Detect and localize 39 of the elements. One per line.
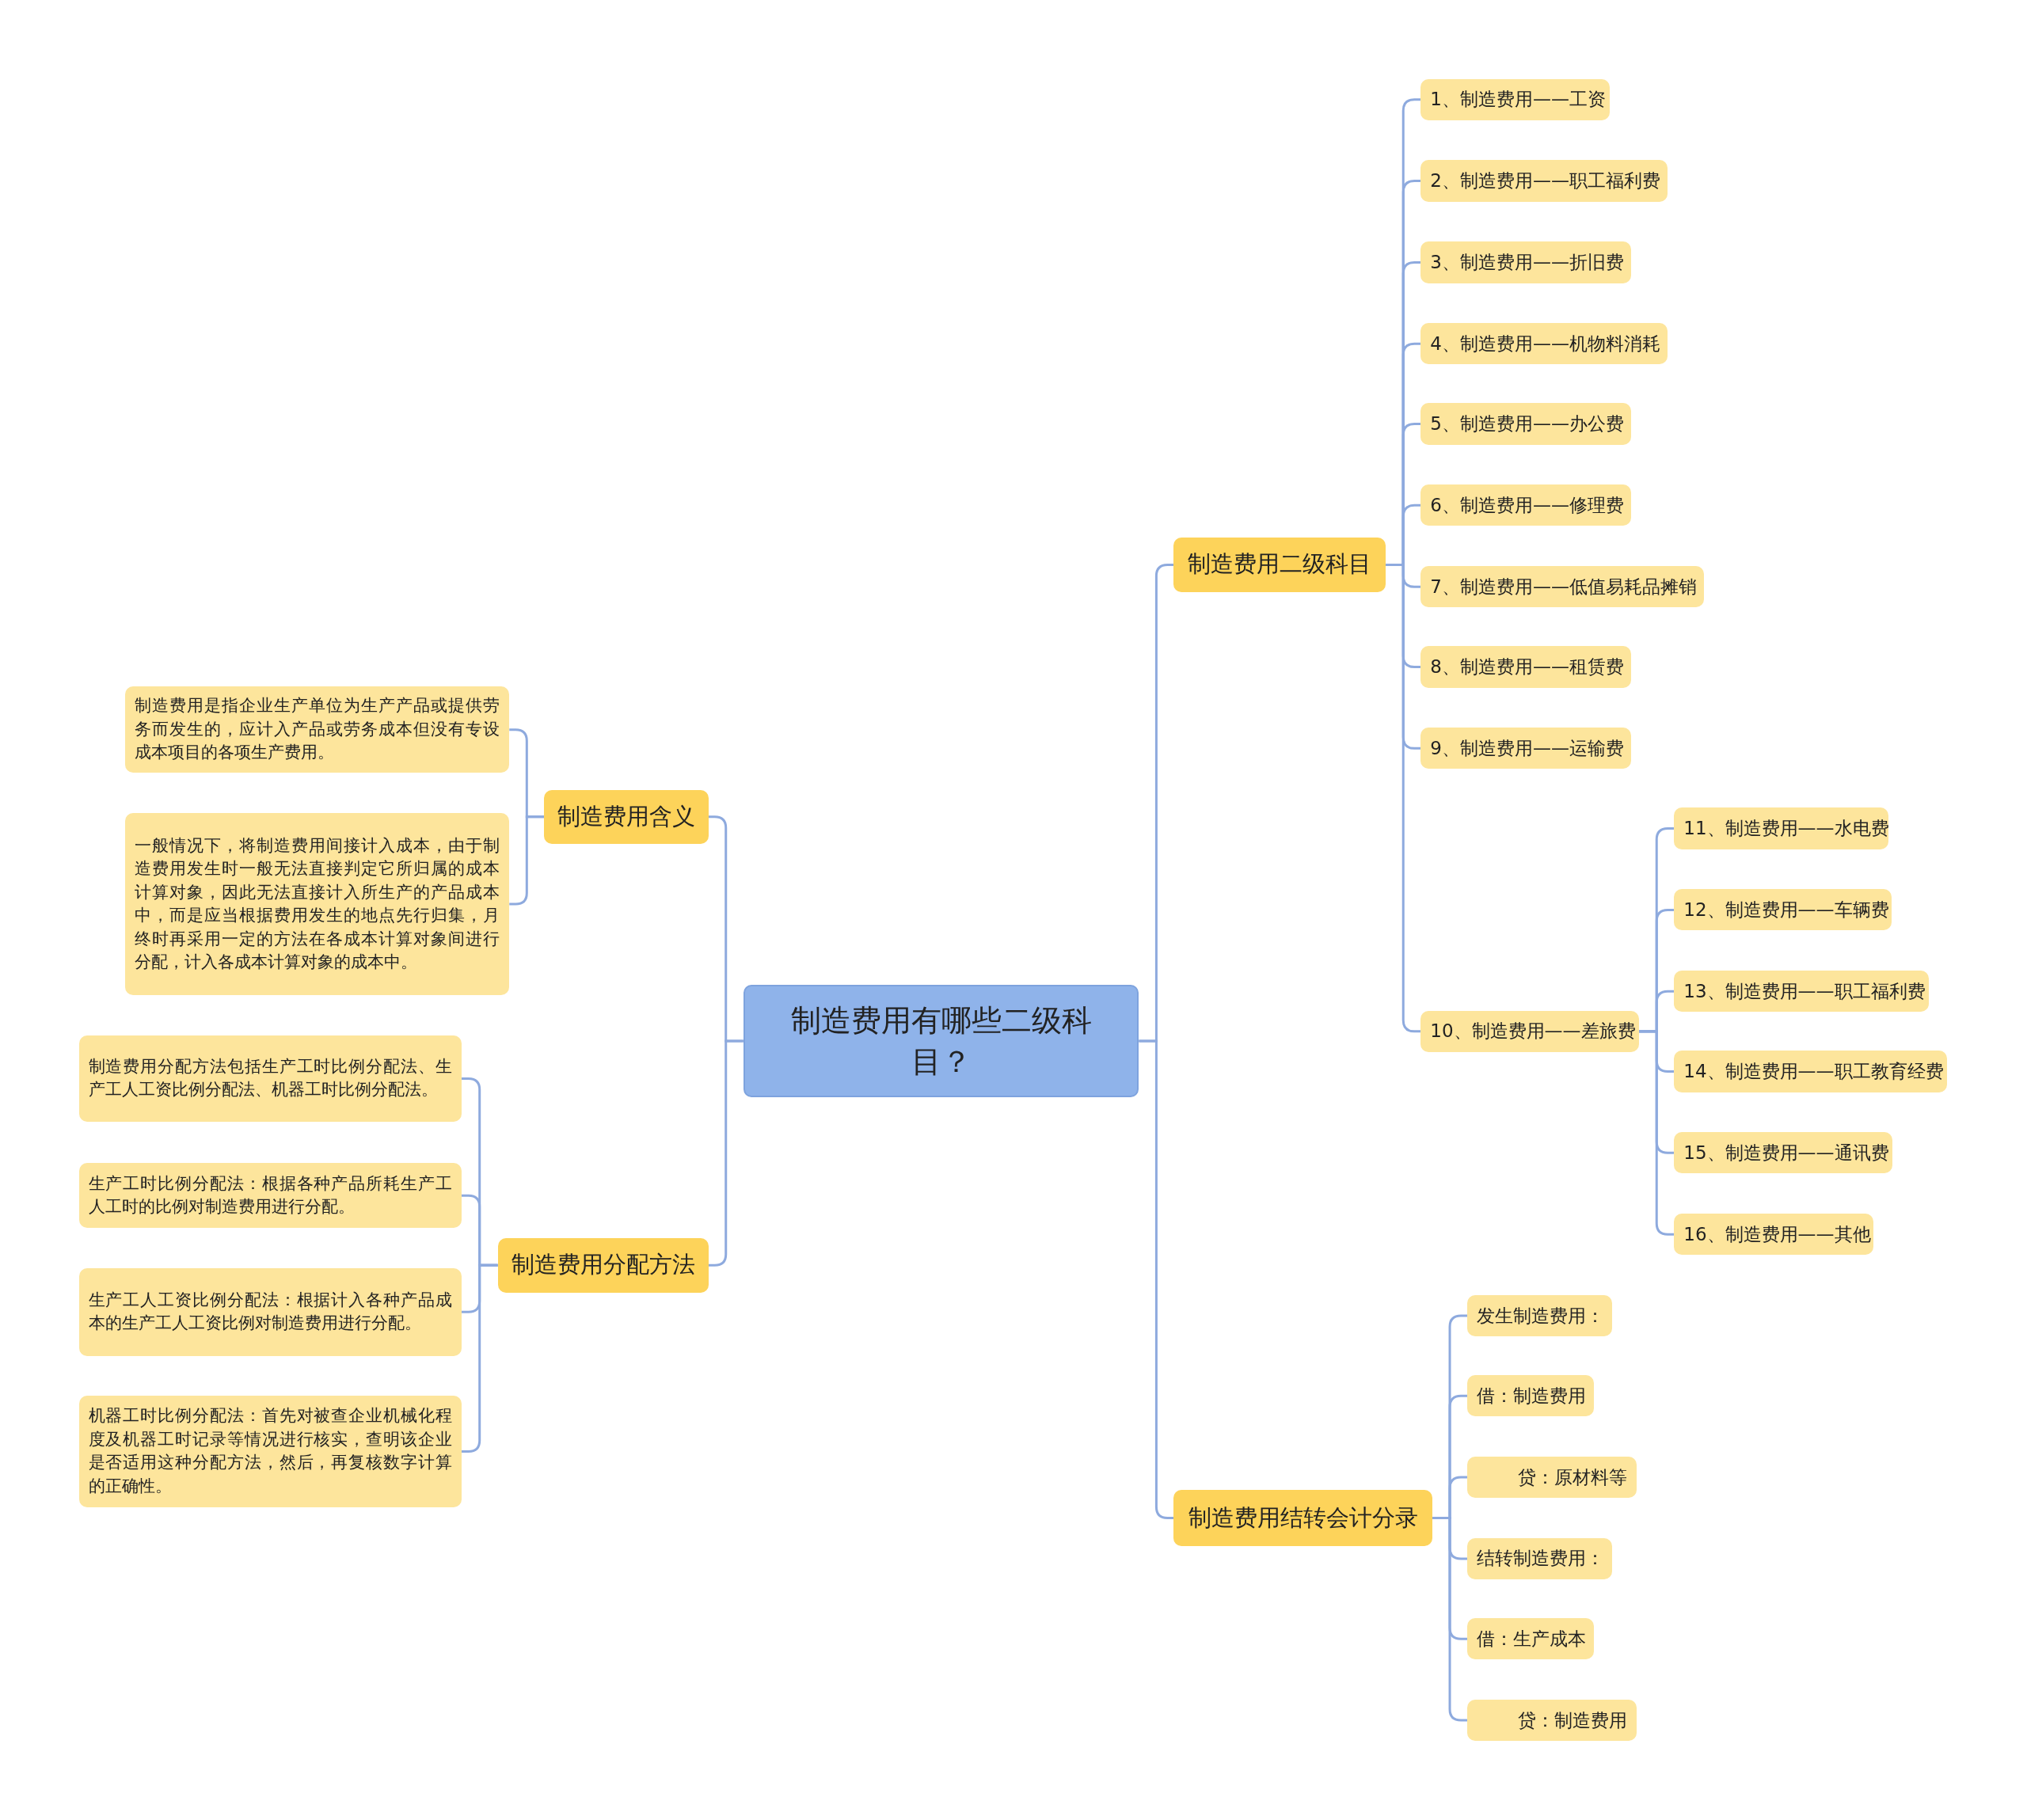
note-box: 制造费用分配方法包括生产工时比例分配法、生产工人工资比例分配法、机器工时比例分配法。: [78, 1035, 462, 1123]
connector-line: [1432, 1517, 1468, 1722]
subtopic-box: 11、制造费用——水电费: [1674, 807, 1889, 849]
subtopic-box: 贷：制造费用: [1467, 1699, 1637, 1742]
subtopic-box: 14、制造费用——职工教育经费: [1674, 1051, 1947, 1092]
subtopic-box: 借：制造费用: [1467, 1375, 1595, 1417]
subtopic-box: 15、制造费用——通讯费: [1674, 1132, 1893, 1174]
note-box: 制造费用是指企业生产单位为生产产品或提供劳务而发生的，应计入产品或劳务成本但没有专设成本项目的各项生产费用。: [125, 686, 510, 773]
subtopic-box: 4、制造费用——机物料消耗: [1420, 323, 1668, 365]
note-box: 生产工人工资比例分配法：根据计入各种产品成本的生产工人工资比例对制造费用进行分配。: [78, 1267, 462, 1356]
connector-line: [509, 815, 545, 906]
subtopic-box: 贷：原材料等: [1467, 1457, 1637, 1499]
connector-line: [1139, 1039, 1174, 1520]
branch-topic: 制造费用分配方法: [497, 1238, 709, 1293]
subtopic-box: 3、制造费用——折旧费: [1420, 241, 1632, 283]
subtopic-box: 结转制造费用：: [1467, 1537, 1612, 1580]
note-box: 机器工时比例分配法：首先对被查企业机械化程度及机器工时记录等情况进行核实，查明该企业是否适用这种分配方法，然后，再复核数字计算的正确性。: [78, 1396, 462, 1507]
connector-line: [461, 1263, 498, 1453]
subtopic-box: 1、制造费用——工资: [1420, 78, 1610, 120]
subtopic-box: 6、制造费用——修理费: [1420, 484, 1632, 526]
subtopic-box: 8、制造费用——租赁费: [1420, 646, 1632, 688]
connector-line: [708, 1039, 743, 1267]
subtopic-box: 7、制造费用——低值易耗品摊销: [1420, 566, 1704, 608]
note-box: 生产工时比例分配法：根据各种产品所耗生产工人工时的比例对制造费用进行分配。: [78, 1163, 462, 1228]
connector-line: [1639, 1030, 1675, 1236]
subtopic-box: 9、制造费用——运输费: [1420, 728, 1632, 769]
subtopic-box: 5、制造费用——办公费: [1420, 403, 1632, 445]
subtopic-box: 12、制造费用——车辆费: [1674, 889, 1892, 931]
subtopic-box: 10、制造费用——差旅费: [1420, 1010, 1640, 1052]
subtopic-box: 13、制造费用——职工福利费: [1674, 971, 1929, 1013]
subtopic-box: 借：生产成本: [1467, 1618, 1595, 1660]
central-topic: 制造费用有哪些二级科目？: [743, 985, 1139, 1098]
branch-topic: 制造费用含义: [544, 789, 709, 845]
subtopic-box: 16、制造费用——其他: [1674, 1214, 1873, 1256]
subtopic-box: 2、制造费用——职工福利费: [1420, 160, 1668, 202]
subtopic-box: 发生制造费用：: [1467, 1294, 1612, 1337]
branch-topic: 制造费用结转会计分录: [1173, 1490, 1432, 1546]
note-box: 一般情况下，将制造费用间接计入成本，由于制造费用发生时一般无法直接判定它所归属的成本计算对象，因此无法直接计入所生产的产品成本中，而是应当根据费用发生的地点先行归集，月终时再采用一定的方法在各成本计算对象间进行分配，计入各成本计算对象的成本中。: [125, 812, 510, 996]
branch-topic: 制造费用二级科目: [1173, 538, 1386, 592]
